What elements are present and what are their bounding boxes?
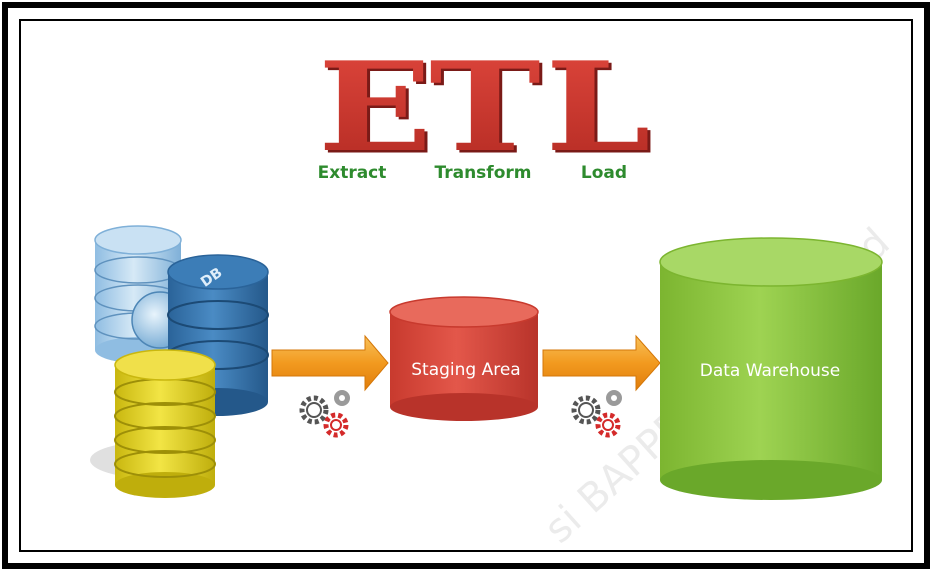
data-warehouse-cylinder: Data Warehouse: [659, 237, 883, 500]
staging-area-label: Staging Area: [411, 360, 520, 380]
source-databases: DB: [90, 225, 269, 498]
database-icon-yellow: [114, 349, 216, 498]
etl-title: E E T T L L: [318, 35, 654, 182]
title-letter-e: E: [318, 35, 432, 179]
inner-frame: [19, 19, 913, 552]
gear-icon-2: [571, 390, 622, 438]
title-letter-t-shadow: T: [432, 38, 544, 182]
title-letter-e-shadow: E: [321, 38, 435, 182]
step-load: Load: [581, 163, 627, 183]
data-warehouse-label: Data Warehouse: [700, 361, 840, 381]
arrow-staging-to-warehouse: [542, 334, 661, 392]
step-transform: Transform: [435, 163, 532, 183]
title-letter-l: L: [545, 35, 650, 179]
arrow-extract-to-staging: [271, 334, 389, 392]
title-letter-l-shadow: L: [548, 38, 653, 182]
step-extract: Extract: [318, 163, 387, 183]
title-letter-t: T: [429, 35, 541, 179]
gear-icon-1: [299, 390, 350, 438]
staging-area-cylinder: Staging Area: [389, 296, 539, 421]
